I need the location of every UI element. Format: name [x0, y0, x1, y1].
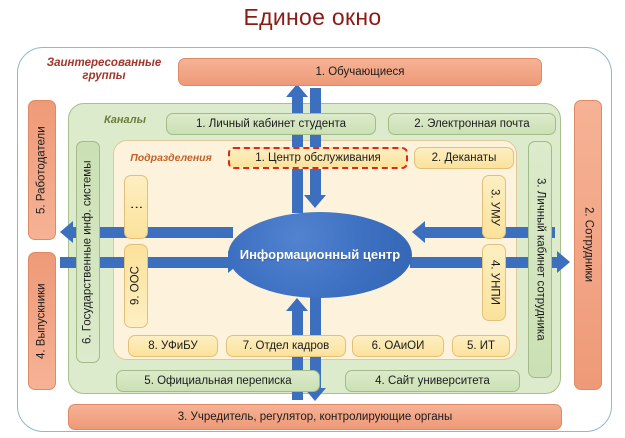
stakeholder-staff-label: 2. Сотрудники: [582, 207, 595, 283]
channel-gov-systems[interactable]: 6. Государственные инф. системы: [76, 141, 100, 363]
stakeholder-employers-label: 5. Работодатели: [35, 126, 48, 214]
unit-it-label: 5. ИТ: [466, 339, 496, 352]
stakeholder-graduates[interactable]: 4. Выпускники: [28, 252, 56, 390]
channel-official-mail-label: 5. Официальная переписка: [144, 374, 292, 387]
arrow-staff-right-head: [557, 251, 570, 273]
arrow-regulator-up-head: [286, 298, 308, 311]
stakeholder-students-label: 1. Обучающиеся: [315, 65, 405, 78]
unit-deans-offices[interactable]: 2. Деканаты: [414, 147, 514, 169]
stakeholders-group-label: Заинтересованные группы: [46, 57, 162, 83]
unit-umu-label: 3. УМУ: [488, 188, 501, 226]
channels-group-label: Каналы: [103, 114, 146, 126]
information-center-hub[interactable]: Информационный центр: [228, 212, 412, 298]
unit-service-center[interactable]: 1. Центр обслуживания: [228, 147, 408, 169]
channel-email[interactable]: 2. Электронная почта: [388, 113, 556, 135]
channel-university-site-label: 4. Сайт университета: [375, 374, 490, 387]
stakeholder-staff[interactable]: 2. Сотрудники: [574, 100, 602, 390]
channel-gov-systems-label: 6. Государственные инф. системы: [81, 160, 94, 344]
channel-staff-portal-label: 3. Личный кабинет сотрудника: [534, 178, 547, 341]
stakeholder-students[interactable]: 1. Обучающиеся: [178, 58, 542, 86]
channel-student-portal[interactable]: 1. Личный кабинет студента: [166, 113, 376, 135]
channel-official-mail[interactable]: 5. Официальная переписка: [116, 370, 320, 392]
unit-oos-label: 9. ООС: [129, 266, 142, 306]
stakeholder-regulator[interactable]: 3. Учредитель, регулятор, контролирующие…: [68, 404, 562, 430]
page-title: Единое окно: [243, 4, 382, 30]
unit-hr-label: 7. Отдел кадров: [242, 339, 330, 352]
unit-it[interactable]: 5. ИТ: [452, 335, 510, 357]
unit-oaioi-label: 6. ОАиОИ: [371, 339, 425, 352]
information-center-label: Информационный центр: [239, 246, 401, 262]
stakeholder-regulator-label: 3. Учредитель, регулятор, контролирующие…: [177, 410, 453, 423]
stakeholder-employers[interactable]: 5. Работодатели: [28, 100, 56, 240]
channel-staff-portal[interactable]: 3. Личный кабинет сотрудника: [528, 141, 552, 378]
unit-unpi-label: 4. УНПИ: [488, 260, 501, 305]
channel-university-site[interactable]: 4. Сайт университета: [345, 370, 520, 392]
unit-more[interactable]: ⋮: [124, 175, 148, 239]
unit-more-label: ⋮: [129, 200, 145, 214]
unit-ufibu-label: 8. УФиБУ: [148, 339, 198, 352]
arrow-employers-left-shaft: [73, 227, 233, 238]
arrow-students-down-head: [304, 195, 326, 208]
arrow-umu-left-head: [412, 221, 425, 243]
arrow-students-up-head: [286, 84, 308, 97]
unit-hr[interactable]: 7. Отдел кадров: [226, 335, 346, 357]
unit-service-center-label: 1. Центр обслуживания: [255, 151, 381, 164]
unit-oos[interactable]: 9. ООС: [124, 244, 148, 328]
unit-oaioi[interactable]: 6. ОАиОИ: [352, 335, 444, 357]
unit-unpi[interactable]: 4. УНПИ: [482, 244, 506, 321]
units-group-label: Подразделения: [130, 152, 212, 164]
unit-umu[interactable]: 3. УМУ: [482, 175, 506, 239]
channel-student-portal-label: 1. Личный кабинет студента: [195, 117, 346, 130]
arrow-students-down-shaft: [310, 88, 321, 195]
channel-email-label: 2. Электронная почта: [414, 117, 530, 130]
unit-deans-offices-label: 2. Деканаты: [431, 151, 497, 164]
arrow-employers-left-head: [60, 221, 73, 243]
unit-ufibu[interactable]: 8. УФиБУ: [128, 335, 218, 357]
stakeholder-graduates-label: 4. Выпускники: [35, 283, 48, 359]
